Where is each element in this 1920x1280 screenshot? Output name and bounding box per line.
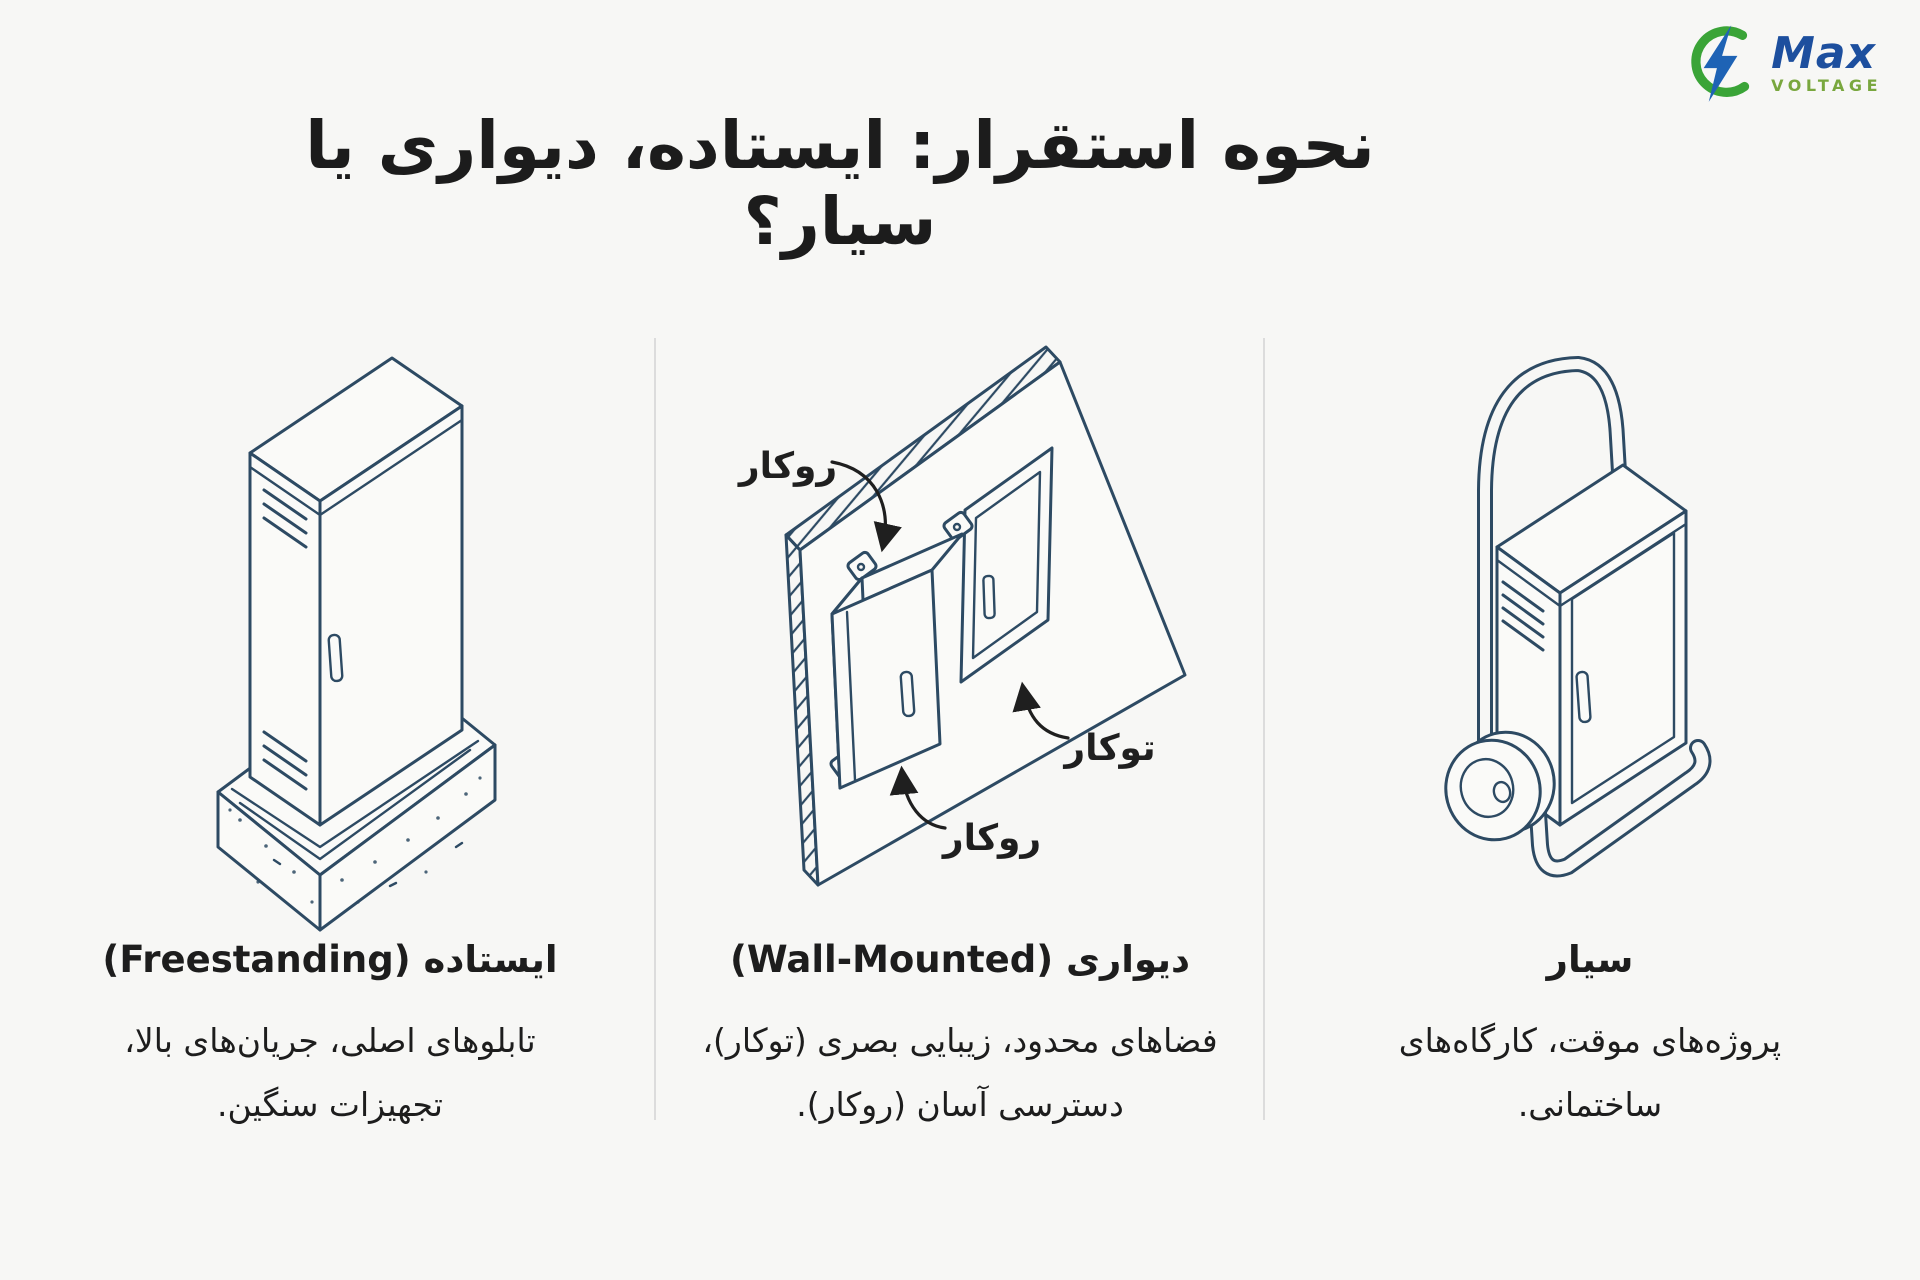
- label-surface-mount-bottom: روکار: [941, 818, 1041, 859]
- trolley-skid-base: [1527, 739, 1712, 878]
- cabinet-body: [248, 356, 464, 827]
- trolley-handle: [1477, 355, 1627, 780]
- arrow-to-surface-box-bottom: [889, 765, 947, 830]
- brand-logo: Max VOLTAGE: [1677, 20, 1882, 106]
- door-handle: [1575, 670, 1592, 724]
- caption-wall-mounted: دیواری (Wall-Mounted) فضاهای محدود، زیبا…: [680, 938, 1240, 1138]
- caption-freestanding-body: تابلوهای اصلی، جریان‌های بالا، تجهیزات س…: [124, 1021, 536, 1125]
- surface-box-handle: [899, 670, 916, 718]
- logo-brand-name: Max: [1771, 28, 1876, 79]
- door-handle: [327, 633, 344, 683]
- logo-text: Max VOLTAGE: [1771, 32, 1882, 94]
- arrow-to-flush-panel: [1012, 681, 1070, 740]
- flush-mounted-panel: [959, 446, 1054, 684]
- panel-box: [1495, 463, 1688, 827]
- caption-portable-heading: سیار: [1546, 938, 1634, 981]
- vent-slats: [1501, 580, 1545, 652]
- caption-portable: سیار پروژه‌های موقت، کارگاه‌های ساختمانی…: [1310, 938, 1870, 1138]
- label-surface-mount-top: روکار: [737, 446, 837, 487]
- lightning-bolt-icon: [1703, 25, 1738, 102]
- wheel: [1444, 730, 1556, 842]
- vent-slats: [262, 488, 308, 791]
- caption-freestanding: ایستاده (Freestanding) تابلوهای اصلی، جر…: [60, 938, 600, 1138]
- label-flush-mount: توکار: [1062, 728, 1155, 769]
- section-divider-right: [1263, 338, 1265, 1120]
- surface-mounted-box: [829, 510, 974, 790]
- section-divider-left: [654, 338, 656, 1120]
- portable-trolley-illustration: [1444, 355, 1712, 878]
- logo-subtitle: VOLTAGE: [1771, 76, 1882, 95]
- page-title: نحوه استقرار: ایستاده، دیواری یا سیار؟: [305, 107, 1375, 260]
- caption-freestanding-heading: ایستاده (Freestanding): [102, 938, 558, 981]
- caption-portable-body: پروژه‌های موقت، کارگاه‌های ساختمانی.: [1398, 1021, 1782, 1125]
- callout-arrows: [830, 460, 1070, 830]
- green-arc: [1691, 26, 1750, 97]
- flush-panel-handle: [982, 574, 996, 620]
- wall-mounted-illustration: روکار روکار توکار: [737, 345, 1187, 887]
- caption-wall-mounted-body: فضاهای محدود، زیبایی بصری (توکار)، دسترس…: [702, 1021, 1218, 1125]
- max-voltage-logo-icon: [1691, 25, 1750, 102]
- arrow-to-surface-box-top: [830, 460, 902, 553]
- door-panel: [1570, 531, 1676, 805]
- caption-wall-mounted-heading: دیواری (Wall-Mounted): [729, 938, 1191, 981]
- freestanding-cabinet-illustration: [216, 356, 497, 932]
- concrete-speckles: [228, 776, 482, 904]
